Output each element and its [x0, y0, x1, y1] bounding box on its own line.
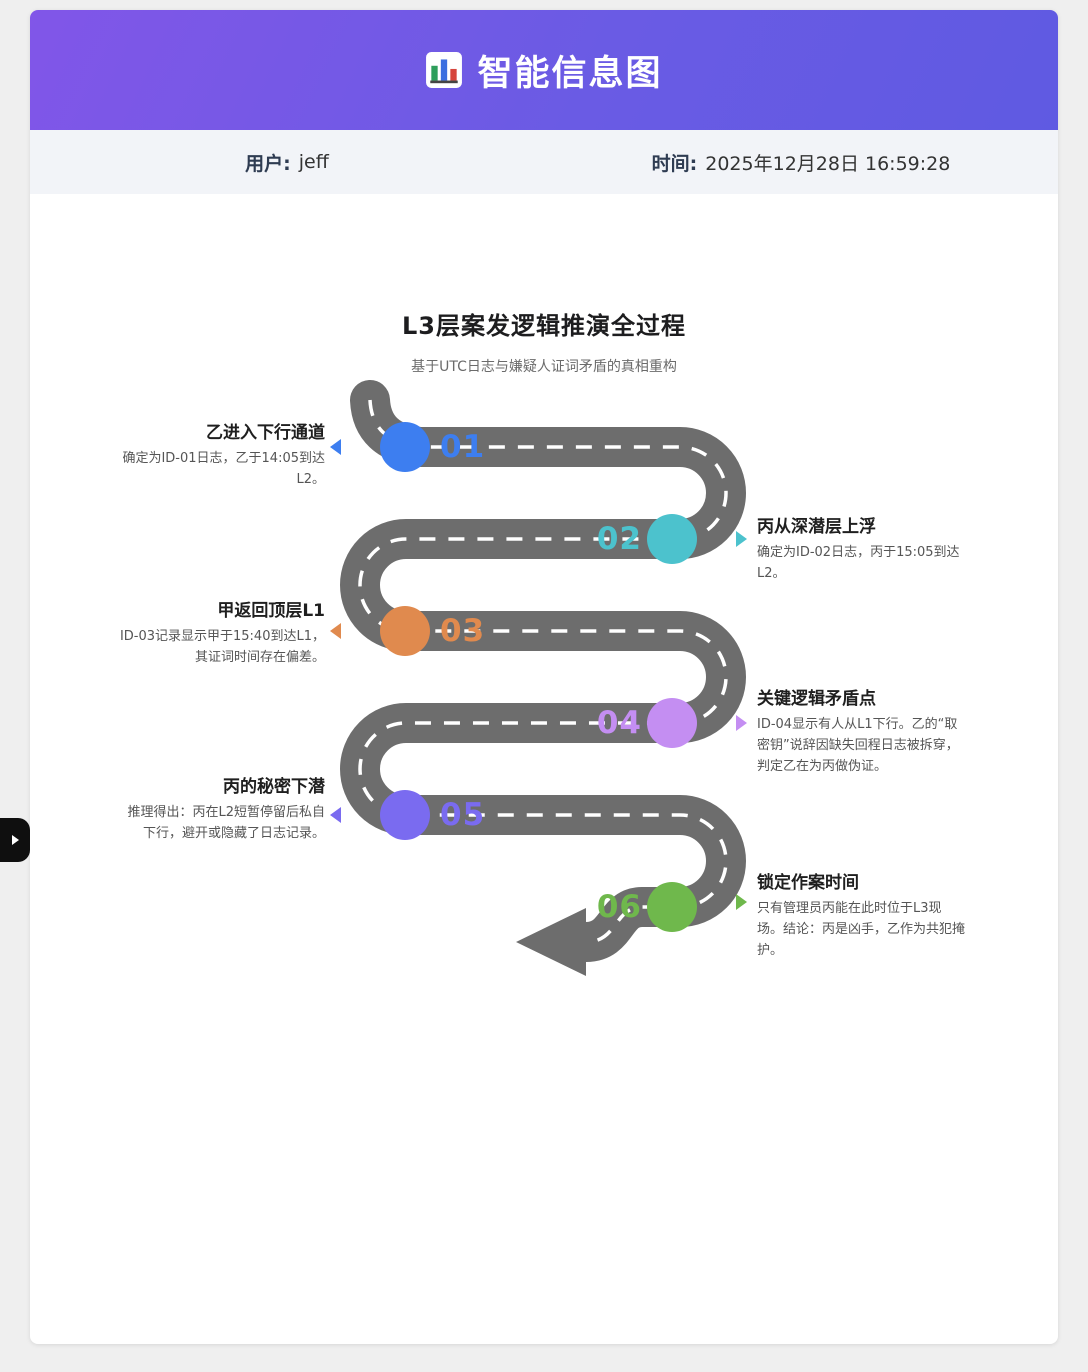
step-text: 甲返回顶层L1 ID-03记录显示甲于15:40到达L1，其证词时间存在偏差。: [117, 596, 325, 669]
step-circle: [380, 422, 430, 472]
step-desc: 只有管理员丙能在此时位于L3现场。结论：丙是凶手，乙作为共犯掩护。: [757, 901, 966, 958]
step-number: 02: [596, 521, 642, 557]
time-info: 时间: 2025年12月28日 16:59:28: [544, 149, 1058, 176]
step-pointer-icon: [736, 894, 747, 910]
step-desc: ID-04显示有人从L1下行。乙的“取密钥”说辞因缺失回程日志被拆穿，判定乙在为…: [757, 717, 959, 774]
time-value: 2025年12月28日 16:59:28: [705, 152, 951, 175]
step-pointer-icon: [736, 715, 747, 731]
step-text: 锁定作案时间 只有管理员丙能在此时位于L3现场。结论：丙是凶手，乙作为共犯掩护。: [757, 868, 965, 961]
app-title: 智能信息图: [477, 53, 663, 94]
meta-bar: 用户: jeff 时间: 2025年12月28日 16:59:28: [30, 130, 1058, 194]
step-circle: [647, 698, 697, 748]
step-number: 06: [596, 889, 642, 925]
step-number: 05: [440, 797, 486, 833]
step-desc: 确定为ID-02日志，丙于15:05到达L2。: [757, 545, 960, 581]
step-title: 甲返回顶层L1: [217, 601, 325, 621]
step-text: 关键逻辑矛盾点 ID-04显示有人从L1下行。乙的“取密钥”说辞因缺失回程日志被…: [757, 684, 965, 777]
side-drawer-handle[interactable]: [0, 818, 30, 862]
step-number: 01: [440, 429, 486, 465]
step-pointer-icon: [736, 531, 747, 547]
time-label: 时间:: [651, 152, 698, 175]
step-title: 丙的秘密下潜: [223, 777, 325, 797]
step-title: 锁定作案时间: [757, 873, 859, 893]
step-title: 关键逻辑矛盾点: [757, 689, 876, 709]
step-circle: [647, 514, 697, 564]
step-text: 丙的秘密下潜 推理得出：丙在L2短暂停留后私自下行，避开或隐藏了日志记录。: [117, 772, 325, 845]
infographic-subtitle: 基于UTC日志与嫌疑人证词矛盾的真相重构: [411, 359, 677, 375]
user-info: 用户: jeff: [30, 149, 544, 176]
step-desc: ID-03记录显示甲于15:40到达L1，其证词时间存在偏差。: [119, 629, 325, 665]
step-pointer-icon: [330, 439, 341, 455]
step-circle: [647, 882, 697, 932]
road-path: [340, 380, 746, 976]
step-number: 03: [440, 613, 486, 649]
infographic-title: L3层案发逻辑推演全过程: [402, 312, 686, 340]
road-centerline: [358, 399, 728, 944]
road-arrowhead-icon: [516, 908, 586, 976]
step-text: 丙从深潜层上浮 确定为ID-02日志，丙于15:05到达L2。: [757, 512, 965, 585]
step-number: 04: [596, 705, 642, 741]
step-desc: 确定为ID-01日志，乙于14:05到达L2。: [122, 451, 325, 487]
user-label: 用户:: [245, 152, 291, 175]
road-asphalt: [340, 380, 746, 962]
app-header: 智能信息图: [30, 10, 1058, 130]
step-desc: 推理得出：丙在L2短暂停留后私自下行，避开或隐藏了日志记录。: [127, 805, 325, 841]
step-circle: [380, 790, 430, 840]
step-circle: [380, 606, 430, 656]
step-pointer-icon: [330, 623, 341, 639]
main-card: 智能信息图 用户: jeff 时间: 2025年12月28日 16:59:28 …: [30, 10, 1058, 1344]
infographic-canvas: L3层案发逻辑推演全过程 基于UTC日志与嫌疑人证词矛盾的真相重构 01 乙进入…: [30, 194, 1058, 1094]
step-pointer-icon: [330, 807, 341, 823]
user-value: jeff: [298, 151, 329, 173]
step-title: 乙进入下行通道: [206, 423, 325, 443]
step-text: 乙进入下行通道 确定为ID-01日志，乙于14:05到达L2。: [117, 418, 325, 491]
bar-chart-icon: [426, 52, 463, 88]
step-title: 丙从深潜层上浮: [757, 517, 876, 537]
chevron-right-icon: [11, 835, 19, 845]
